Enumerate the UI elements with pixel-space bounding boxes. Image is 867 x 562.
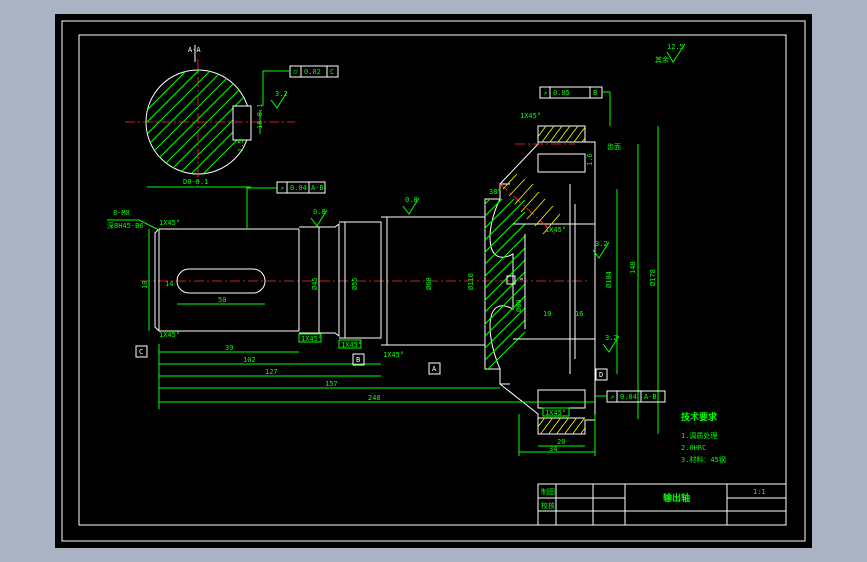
svg-text:50: 50 (218, 296, 226, 304)
svg-text:1.6: 1.6 (586, 153, 594, 166)
svg-text:↗: ↗ (280, 184, 284, 192)
svg-text:输出轴: 输出轴 (663, 492, 690, 504)
svg-text:↗: ↗ (543, 89, 547, 97)
svg-text:1:1: 1:1 (753, 488, 766, 496)
svg-text:39: 39 (225, 344, 233, 352)
svg-text:12.5: 12.5 (667, 43, 684, 51)
svg-text:248: 248 (368, 394, 381, 402)
svg-text:127: 127 (265, 368, 278, 376)
gear-tolerance-frame-2: ↗ 0.04 A-B (595, 390, 666, 403)
svg-text:3.材料：45钢: 3.材料：45钢 (681, 455, 726, 464)
chamfer-labels: 1X45° 1X45° 1X45° 1X45° 1X45° 1X45° 1X45… (159, 112, 570, 417)
svg-text:0.04: 0.04 (290, 184, 307, 192)
svg-text:1X45°: 1X45° (383, 351, 404, 359)
svg-text:1X45°: 1X45° (159, 219, 180, 227)
svg-text:3.2: 3.2 (605, 334, 618, 342)
svg-text:A-B: A-B (644, 393, 657, 401)
svg-text:148: 148 (629, 261, 637, 274)
svg-text:Ø60: Ø60 (425, 277, 433, 290)
gear-hatch (538, 126, 585, 434)
svg-text:Ø110: Ø110 (467, 273, 475, 290)
inner-frame (78, 34, 787, 526)
section-tolerance-frame: ⌭ 0.02 C (262, 65, 339, 106)
svg-text:10: 10 (543, 310, 551, 318)
svg-text:⌭: ⌭ (293, 68, 298, 76)
gear-tolerance-frame: ↗ 0.05 B (539, 86, 611, 126)
svg-text:1.调质处理: 1.调质处理 (681, 431, 717, 440)
svg-text:↗: ↗ (610, 393, 614, 401)
svg-text:1X45°: 1X45° (301, 335, 322, 343)
svg-text:0.04: 0.04 (620, 393, 637, 401)
tech-requirements: 技术要求 1.调质处理 2.0HRC 3.材料：45钢 (681, 411, 726, 464)
shaft-tolerance-frame: ↗ 0.04 A-B (246, 181, 326, 229)
cad-viewport[interactable]: A-A D0-0.1 1.5 18-0.1 ⌭ 0.02 C 3.2 (55, 14, 812, 548)
svg-text:0.05: 0.05 (553, 89, 570, 97)
svg-text:34: 34 (549, 445, 557, 453)
svg-text:1X45°: 1X45° (341, 341, 362, 349)
svg-text:B: B (356, 356, 360, 364)
svg-text:1X45°: 1X45° (520, 112, 541, 120)
outer-frame (61, 20, 806, 542)
overall-roughness: 12.5 其余 (655, 43, 686, 64)
svg-text:0.02: 0.02 (304, 68, 321, 76)
svg-text:157: 157 (325, 380, 338, 388)
thread-note: 8-M8 深8H45-B6 (107, 209, 160, 231)
svg-text:深8H45-B6: 深8H45-B6 (107, 221, 144, 230)
svg-text:8-M8: 8-M8 (113, 209, 130, 217)
svg-text:C: C (330, 68, 334, 76)
hub-hatch (485, 199, 525, 369)
svg-text:2.0HRC: 2.0HRC (681, 444, 706, 452)
svg-text:1X45°: 1X45° (545, 226, 566, 234)
diameter-labels: 10 Ø45 Ø55 Ø60 Ø110 Ø60 Ø104 148 Ø178 10… (141, 126, 659, 434)
svg-text:0.8: 0.8 (405, 196, 418, 204)
svg-text:10: 10 (141, 281, 149, 289)
svg-text:A-B: A-B (311, 184, 324, 192)
section-view: D0-0.1 1.5 18-0.1 (125, 59, 295, 188)
gear-view (499, 125, 596, 435)
svg-text:其余: 其余 (655, 55, 669, 64)
svg-text:1.5: 1.5 (237, 139, 245, 152)
svg-text:20: 20 (557, 438, 565, 446)
svg-text:D: D (599, 371, 603, 379)
svg-text:14: 14 (165, 280, 173, 288)
svg-text:B: B (593, 89, 597, 97)
drawing-canvas: A-A D0-0.1 1.5 18-0.1 ⌭ 0.02 C 3.2 (61, 20, 806, 542)
svg-text:Ø178: Ø178 (649, 269, 657, 286)
svg-text:102: 102 (243, 356, 256, 364)
svg-text:1X45°: 1X45° (545, 409, 566, 417)
svg-text:38°: 38° (489, 188, 502, 196)
svg-text:Ø60: Ø60 (515, 299, 523, 312)
svg-text:齿面: 齿面 (607, 143, 621, 151)
title-block[interactable]: 制图 校核 输出轴 1:1 (537, 483, 787, 526)
svg-text:Ø104: Ø104 (605, 271, 613, 288)
svg-text:C: C (139, 348, 143, 356)
svg-text:技术要求: 技术要求 (681, 411, 718, 423)
svg-text:18-0.1: 18-0.1 (256, 104, 264, 129)
datum-markers: C B A D (135, 345, 608, 381)
svg-text:16: 16 (575, 310, 583, 318)
svg-text:0.8: 0.8 (313, 208, 326, 216)
svg-text:1X45°: 1X45° (159, 331, 180, 339)
svg-text:校核: 校核 (541, 501, 555, 510)
svg-text:D0-0.1: D0-0.1 (183, 178, 208, 186)
svg-text:制图: 制图 (541, 487, 555, 496)
svg-text:Ø55: Ø55 (351, 277, 359, 290)
bottom-dimensions: 39 102 127 157 248 50 14 20 34 (158, 280, 596, 456)
svg-text:Ø45: Ø45 (311, 277, 319, 290)
svg-text:3.2: 3.2 (275, 90, 288, 98)
svg-text:3.2: 3.2 (595, 240, 608, 248)
svg-text:A: A (432, 365, 437, 373)
